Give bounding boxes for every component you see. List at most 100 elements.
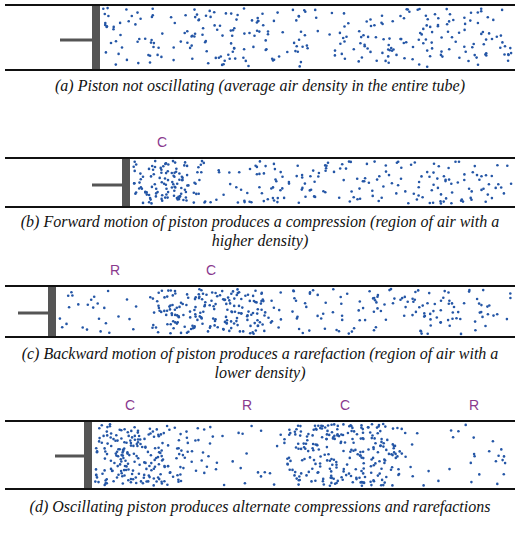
air-particle: [448, 20, 451, 23]
air-particle: [457, 181, 460, 184]
air-particle: [409, 466, 412, 469]
air-particle: [361, 484, 364, 487]
air-particle: [347, 432, 350, 435]
air-particle: [178, 179, 181, 182]
air-particle: [263, 172, 266, 175]
air-particle: [237, 292, 240, 295]
air-particle: [86, 328, 89, 331]
air-particle: [103, 469, 106, 472]
air-particle: [358, 476, 361, 479]
air-particle: [448, 325, 451, 328]
air-particle: [167, 465, 170, 468]
air-particle: [480, 304, 483, 307]
air-particle: [161, 290, 164, 293]
air-particle: [286, 462, 289, 465]
air-particle: [480, 10, 483, 13]
air-particle: [138, 38, 141, 41]
air-particle: [70, 291, 73, 294]
air-particle: [163, 466, 166, 469]
air-particle: [477, 64, 480, 67]
air-particle: [312, 289, 315, 292]
air-particle: [122, 449, 125, 452]
air-particle: [172, 294, 175, 297]
air-particle: [184, 457, 187, 460]
air-particle: [160, 449, 163, 452]
air-particle: [470, 481, 473, 484]
air-particle: [110, 432, 113, 435]
air-particle: [325, 438, 328, 441]
air-particle: [247, 310, 250, 313]
air-particle: [439, 321, 442, 324]
air-particle: [416, 198, 419, 201]
air-particle: [345, 35, 348, 38]
air-particle: [336, 428, 339, 431]
air-particle: [256, 312, 259, 315]
air-particle: [173, 190, 176, 193]
air-particle: [507, 53, 510, 56]
air-particle: [318, 448, 321, 451]
air-particle: [127, 431, 130, 434]
air-particle: [233, 297, 236, 300]
air-particle: [296, 165, 299, 168]
air-particle: [138, 472, 141, 475]
air-particle: [119, 34, 122, 37]
air-particle: [193, 201, 196, 204]
air-particle: [436, 177, 439, 180]
air-particle: [300, 472, 303, 475]
air-particle: [319, 465, 322, 468]
air-particle: [67, 294, 70, 297]
air-particle: [351, 438, 354, 441]
air-particle: [380, 484, 383, 487]
air-particle: [177, 478, 180, 481]
air-particle: [308, 471, 311, 474]
air-particle: [134, 435, 137, 438]
air-particle: [201, 298, 204, 301]
air-particle: [203, 472, 206, 475]
air-particle: [309, 456, 312, 459]
air-particle: [474, 329, 477, 332]
air-particle: [261, 192, 264, 195]
air-particle: [358, 319, 361, 322]
air-particle: [380, 467, 383, 470]
air-particle: [242, 330, 245, 333]
air-particle: [147, 480, 150, 483]
air-particle: [478, 473, 481, 476]
air-particle: [238, 312, 241, 315]
air-particle: [231, 35, 234, 38]
air-particle: [295, 477, 298, 480]
air-particle: [370, 465, 373, 468]
air-particle: [172, 327, 175, 330]
air-particle: [182, 454, 185, 457]
air-particle: [356, 178, 359, 181]
air-particle: [506, 164, 509, 167]
air-particle: [501, 9, 504, 12]
rarefaction-label: R: [103, 262, 127, 278]
air-particle: [178, 306, 181, 309]
air-particle: [350, 430, 353, 433]
air-particle: [458, 161, 461, 164]
air-particle: [373, 310, 376, 313]
air-particle: [298, 479, 301, 482]
air-particle: [95, 447, 98, 450]
air-particle: [226, 319, 229, 322]
air-particle: [445, 197, 448, 200]
air-particle: [167, 465, 170, 468]
air-particle: [260, 293, 263, 296]
air-particle: [149, 198, 152, 201]
air-particle: [451, 318, 454, 321]
air-particle: [213, 324, 216, 327]
air-particle: [274, 168, 277, 171]
air-particle: [209, 442, 212, 445]
air-particle: [117, 53, 120, 56]
air-particle: [279, 291, 282, 294]
air-particle: [379, 444, 382, 447]
air-particle: [131, 473, 134, 476]
air-particle: [300, 61, 303, 64]
air-particle: [172, 46, 175, 49]
air-particle: [173, 194, 176, 197]
air-particle: [310, 480, 313, 483]
air-particle: [359, 42, 362, 45]
air-particle: [161, 194, 164, 197]
air-particle: [152, 484, 155, 487]
air-particle: [411, 314, 414, 317]
